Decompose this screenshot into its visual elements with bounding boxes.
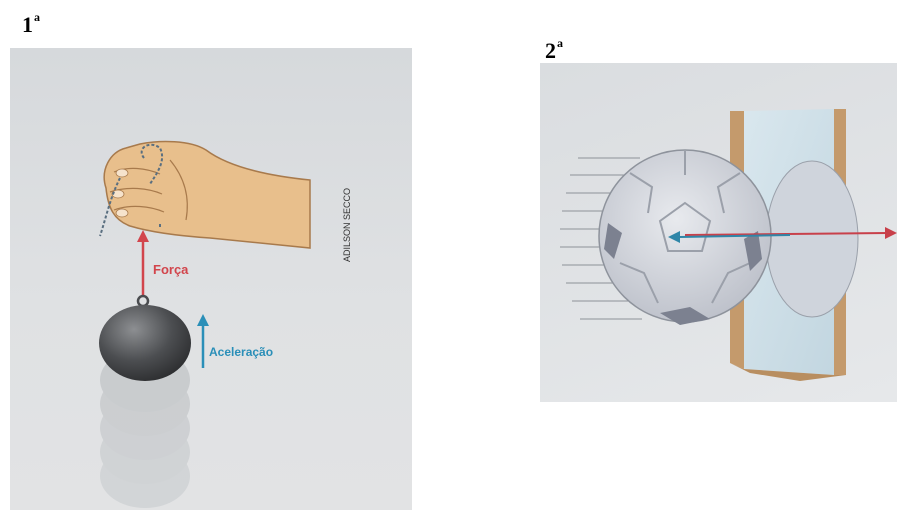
ball	[99, 305, 191, 381]
rebound-ball	[766, 161, 858, 317]
figure-2-ordinal: a	[557, 36, 563, 50]
figure-1-illustration: Força Aceleração ADILSON SECCO	[10, 48, 412, 510]
acceleration-arrow	[197, 314, 209, 368]
figure-2-illustration	[540, 63, 897, 402]
figure-2-label: 2a	[545, 38, 563, 64]
hand-illustration	[104, 142, 310, 248]
figure-2-photo	[540, 63, 897, 402]
force-arrow	[137, 230, 149, 296]
ball-hook	[138, 296, 148, 306]
figure-1-label: 1a	[22, 12, 40, 38]
force-label: Força	[153, 262, 189, 277]
figure-1-number: 1	[22, 12, 33, 37]
acceleration-label: Aceleração	[209, 345, 273, 359]
figure-1-ordinal: a	[34, 10, 40, 24]
illustrator-credit: ADILSON SECCO	[342, 188, 352, 262]
figure-2-number: 2	[545, 38, 556, 63]
figure-1-photo: Força Aceleração ADILSON SECCO	[10, 48, 412, 510]
